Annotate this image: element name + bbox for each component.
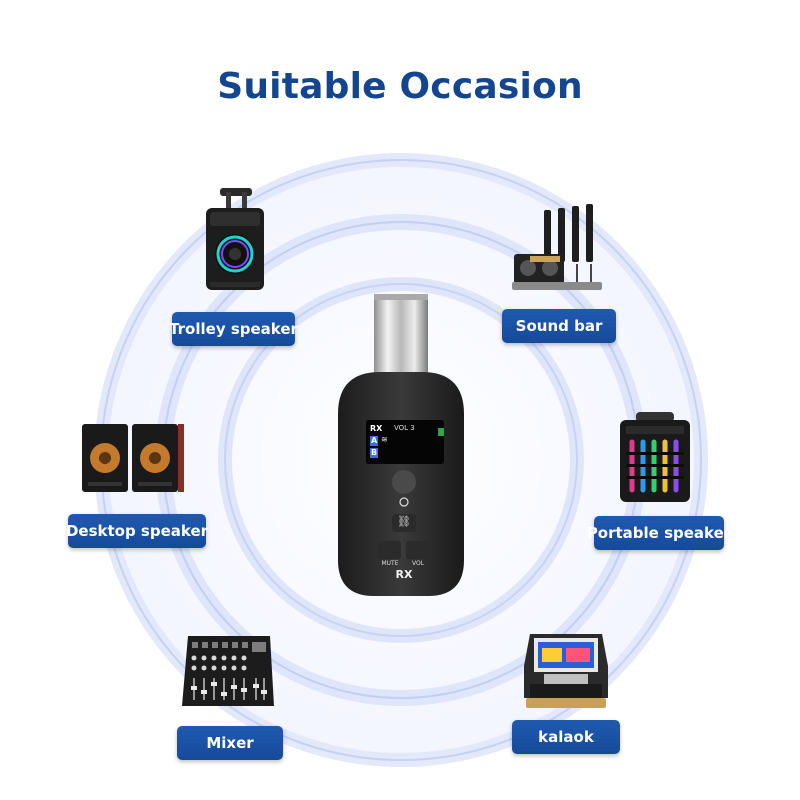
sound-bar-icon [512, 204, 602, 290]
karaoke-machine-icon [524, 634, 608, 708]
device-screen-mode: RX [370, 424, 383, 433]
device-bottom-label: RX [395, 568, 413, 581]
mute-button[interactable] [377, 541, 401, 559]
label-sound-bar: Sound bar [502, 309, 616, 343]
device-channel-b: B [370, 448, 379, 458]
label-desktop-speaker: Desktop speaker [66, 514, 208, 548]
label-mixer: Mixer [177, 726, 283, 760]
device-channel-a: A [370, 436, 379, 446]
mute-label: MUTE [381, 560, 399, 567]
portable-speaker-icon [620, 412, 690, 502]
label-portable-speaker: Portable speaker [587, 516, 731, 550]
vol-button[interactable] [406, 541, 430, 559]
mixer-icon [182, 636, 274, 706]
desktop-speaker-icon [82, 424, 184, 492]
wifi-icon: ≋ [381, 435, 388, 444]
trolley-speaker-icon [206, 188, 264, 290]
device-screen-volume: VOL 3 [394, 424, 415, 432]
label-kalaok: kalaok [512, 720, 620, 754]
power-button[interactable] [398, 493, 410, 505]
page-title: Suitable Occasion [217, 66, 583, 107]
vol-label: VOL [411, 560, 425, 567]
label-trolley-speaker: Trolley speaker [169, 312, 298, 346]
link-icon: ⛓ [397, 515, 411, 528]
